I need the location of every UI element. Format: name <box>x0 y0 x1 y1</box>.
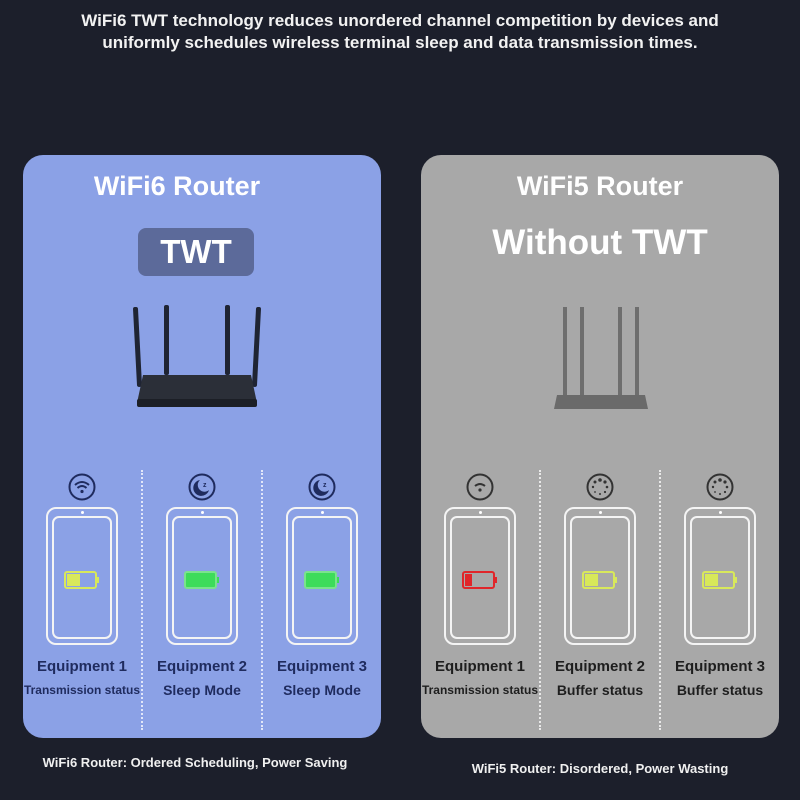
without-twt-label: Without TWT <box>492 223 708 262</box>
battery-low-icon <box>462 571 497 589</box>
phone-icon <box>286 507 358 645</box>
wifi6-card: WiFi6 Router TWT Equipment 1 Transmissio… <box>23 155 381 738</box>
device-name: Equipment 3 <box>674 658 765 675</box>
sleep-moon-icon: z <box>308 473 336 501</box>
card-title: WiFi6 Router <box>93 171 261 201</box>
wifi6-router-icon <box>133 305 261 407</box>
svg-text:z: z <box>203 482 207 489</box>
phone-icon <box>684 507 756 645</box>
device-status: Sleep Mode <box>163 682 241 698</box>
twt-badge: TWT <box>138 228 254 276</box>
device-column: Equipment 3 Buffer status <box>659 470 779 730</box>
device-column: Equipment 2 Buffer status <box>539 470 659 730</box>
device-name: Equipment 2 <box>554 658 645 675</box>
battery-half-icon <box>582 571 617 589</box>
device-column: z Equipment 2 Sleep Mode <box>141 470 261 730</box>
device-status: Sleep Mode <box>283 682 361 698</box>
battery-full-icon <box>304 571 339 589</box>
device-status: Buffer status <box>676 682 764 698</box>
phone-icon <box>46 507 118 645</box>
device-column: z Equipment 3 Sleep Mode <box>261 470 381 730</box>
wifi-icon <box>466 473 494 501</box>
buffering-icon <box>706 473 734 501</box>
device-status: Transmission status <box>421 683 539 697</box>
card-title: WiFi5 Router <box>516 171 684 201</box>
device-column: Equipment 1 Transmission status <box>23 470 141 730</box>
wifi-icon <box>68 473 96 501</box>
device-name: Equipment 1 <box>434 658 525 675</box>
wifi5-router-icon <box>554 307 648 409</box>
svg-text:z: z <box>323 482 327 489</box>
device-status: Transmission status <box>23 683 141 697</box>
device-column: Equipment 1 Transmission status <box>421 470 539 730</box>
wifi5-card: WiFi5 Router Without TWT Equipment 1 Tra… <box>421 155 779 738</box>
phone-icon <box>564 507 636 645</box>
battery-half-icon <box>64 571 99 589</box>
wifi6-caption: WiFi6 Router: Ordered Scheduling, Power … <box>42 755 348 770</box>
phone-icon <box>444 507 516 645</box>
battery-half-icon <box>702 571 737 589</box>
buffering-icon <box>586 473 614 501</box>
headline: WiFi6 TWT technology reduces unordered c… <box>81 11 719 52</box>
device-name: Equipment 3 <box>276 658 367 675</box>
device-name: Equipment 2 <box>156 658 247 675</box>
device-status: Buffer status <box>556 682 644 698</box>
wifi5-caption: WiFi5 Router: Disordered, Power Wasting <box>471 761 729 776</box>
phone-icon <box>166 507 238 645</box>
battery-full-icon <box>184 571 219 589</box>
sleep-moon-icon: z <box>188 473 216 501</box>
device-name: Equipment 1 <box>36 658 127 675</box>
